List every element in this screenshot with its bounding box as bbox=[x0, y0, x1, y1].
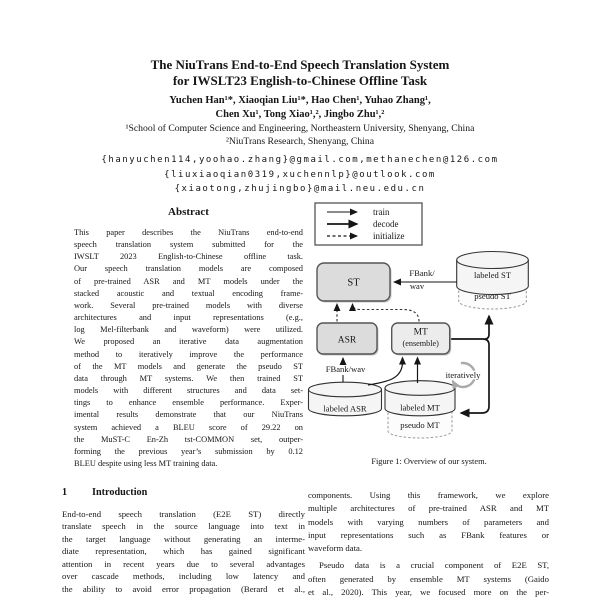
labeled-st-label: labeled ST bbox=[474, 270, 512, 280]
text-line: The NiuTrans End-to-End Speech Translati… bbox=[150, 57, 450, 72]
st-box bbox=[316, 262, 391, 302]
introduction-text: End-to-end speech translation (E2E ST) d… bbox=[62, 508, 305, 595]
text-line: method to iteratively improve the perfor… bbox=[74, 349, 303, 359]
text-line: ¹School of Computer Science and Engineer… bbox=[125, 123, 475, 134]
legend-label-initialize: initialize bbox=[373, 231, 405, 241]
asr-box-label: ASR bbox=[338, 336, 357, 346]
text-line: for IWSLT23 English-to-Chinese Offline T… bbox=[172, 72, 428, 88]
text-line: the MuST-C En-Zh tst-COMMON set, outper- bbox=[74, 434, 303, 444]
text-line: diate representation, which has gained s… bbox=[62, 546, 305, 557]
st-box-label: ST bbox=[347, 278, 360, 289]
text-line: often generated by ensemble MT systems (… bbox=[308, 573, 549, 584]
text-line: speech translation system submitted for … bbox=[74, 240, 303, 250]
text-line: the target language without generating a… bbox=[62, 533, 305, 544]
text-line: work. Several pre-trained models with di… bbox=[74, 300, 303, 310]
legend-box bbox=[314, 202, 423, 246]
text-line: et al., 2020). This year, we focused mor… bbox=[308, 587, 549, 598]
asr-data-to-mt-edge bbox=[367, 356, 406, 386]
text-line: {xiaotong,zhujingbo}@mail.neu.edu.cn bbox=[174, 184, 426, 194]
legend-label-decode: decode bbox=[373, 219, 398, 229]
legend-label-train: train bbox=[373, 207, 390, 217]
text-line: Chen Xu¹, Tong Xiao¹,², Jingbo Zhu¹,² bbox=[215, 108, 385, 120]
mt-initialize-st-edge bbox=[349, 303, 420, 322]
mt-box-label-line1: MT bbox=[414, 328, 428, 338]
text-line: stacked acoustic and textual encoding fr… bbox=[74, 288, 303, 298]
text-line: architectures and input representations … bbox=[74, 313, 303, 323]
text-line: {hanyuchen114,yoohao.zhang}@gmail.com,me… bbox=[101, 155, 499, 166]
fbank-wav-left-label: FBank/wav bbox=[326, 364, 366, 374]
figure-1-system-overview: train decode initialize pseudo ST labele… bbox=[307, 202, 529, 439]
text-line: over cascade methods, including low late… bbox=[62, 571, 305, 582]
mt-box bbox=[390, 322, 451, 355]
decode-to-pseudo-st-edge bbox=[484, 314, 494, 340]
text-line: Yuchen Han¹*, Xiaoqian Liu¹*, Hao Chen¹,… bbox=[169, 95, 431, 106]
text-line: log Mel-filterbank and waveform) were ut… bbox=[74, 325, 303, 335]
text-line: IWSLT 2023 English-to-Chinese offline ta… bbox=[74, 252, 303, 262]
text-line: multiple architectures of pre-trained AS… bbox=[308, 503, 549, 514]
labeled-mt-cylinder bbox=[384, 388, 456, 417]
text-line: tings to enhance ensemble performance. E… bbox=[74, 398, 303, 408]
text-line: waveform data. bbox=[308, 543, 363, 554]
labeled-mt-cylinder-top bbox=[384, 380, 456, 396]
pseudo-mt-label: pseudo MT bbox=[400, 420, 440, 430]
labeled-asr-cylinder-top bbox=[307, 381, 383, 398]
labeled-st-cylinder-top bbox=[456, 250, 529, 270]
text-line: {liuxiaoqian0319,xuchennlp}@outlook.com bbox=[164, 169, 436, 180]
section-number: 1 bbox=[62, 487, 68, 498]
text-line: This paper describes the NiuTrans end-to… bbox=[74, 228, 303, 237]
text-line: Pseudo data is a crucial component of E2… bbox=[319, 560, 549, 571]
text-line: system achieved a BLEU score of 29.22 on bbox=[74, 422, 303, 432]
text-line: input representations such as FBank feat… bbox=[308, 529, 549, 540]
text-line: We proposed an iterative data augmentati… bbox=[74, 337, 303, 347]
labeled-asr-label: labeled ASR bbox=[323, 404, 366, 414]
iterate-loop-icon bbox=[451, 361, 477, 390]
text-line: translate speech in the source language … bbox=[62, 521, 305, 532]
text-line: ²NiuTrans Research, Shenyang, China bbox=[225, 135, 375, 147]
asr-box bbox=[316, 322, 378, 355]
text-line: models with different structures and dat… bbox=[74, 386, 303, 396]
text-line: the ability to avoid error propagation (… bbox=[62, 583, 305, 594]
text-line: Our speech translation models are compos… bbox=[74, 264, 303, 274]
text-line: End-to-end speech translation (E2E ST) d… bbox=[62, 509, 305, 519]
abstract-body: This paper describes the NiuTrans end-to… bbox=[74, 227, 303, 470]
text-line: of pre-trained ASR and MT models under t… bbox=[74, 276, 303, 286]
text-line: BLEU despite using less MT training data… bbox=[74, 458, 218, 468]
fbank-wav-right-label-line2: wav bbox=[410, 281, 425, 291]
text-line: models with varying numbers of parameter… bbox=[308, 516, 549, 527]
figure-legend: train decode initialize bbox=[314, 202, 423, 246]
pseudo-st-label: pseudo ST bbox=[474, 291, 511, 301]
mt-box-label-line2: (ensemble) bbox=[403, 339, 440, 348]
text-line: attention in recent years due to several… bbox=[62, 558, 305, 569]
text-line: of the MT models and generate the pseudo… bbox=[74, 361, 303, 371]
right-paragraph-1: components. Using this framework, we exp… bbox=[308, 489, 549, 555]
section-title: Introduction bbox=[92, 487, 148, 498]
email-addresses: {hanyuchen114,yoohao.zhang}@gmail.com,me… bbox=[0, 153, 600, 196]
figure-caption: Figure 1: Overview of our system. bbox=[371, 457, 487, 466]
section-heading-introduction: 1 Introduction bbox=[62, 487, 305, 498]
iteratively-label: iteratively bbox=[446, 370, 482, 380]
labeled-mt-label: labeled MT bbox=[400, 403, 441, 413]
text-line: components. Using this framework, we exp… bbox=[308, 490, 549, 500]
fbank-wav-right-label-line1: FBank/ bbox=[409, 268, 435, 278]
affiliations: ¹School of Computer Science and Engineer… bbox=[0, 123, 600, 148]
labeled-st-cylinder bbox=[456, 260, 529, 296]
paper-header: The NiuTrans End-to-End Speech Translati… bbox=[0, 57, 600, 196]
text-line: forming the previous year’s submission b… bbox=[74, 446, 303, 456]
right-column-text: components. Using this framework, we exp… bbox=[308, 489, 549, 599]
text-line: data through MT systems. We then trained… bbox=[74, 373, 303, 383]
right-paragraph-2: Pseudo data is a crucial component of E2… bbox=[308, 559, 549, 599]
paper-title: The NiuTrans End-to-End Speech Translati… bbox=[0, 57, 600, 88]
text-line: imental results demonstrate that our Niu… bbox=[74, 410, 303, 420]
abstract-heading: Abstract bbox=[168, 206, 209, 218]
author-list: Yuchen Han¹*, Xiaoqian Liu¹*, Hao Chen¹,… bbox=[0, 94, 600, 121]
